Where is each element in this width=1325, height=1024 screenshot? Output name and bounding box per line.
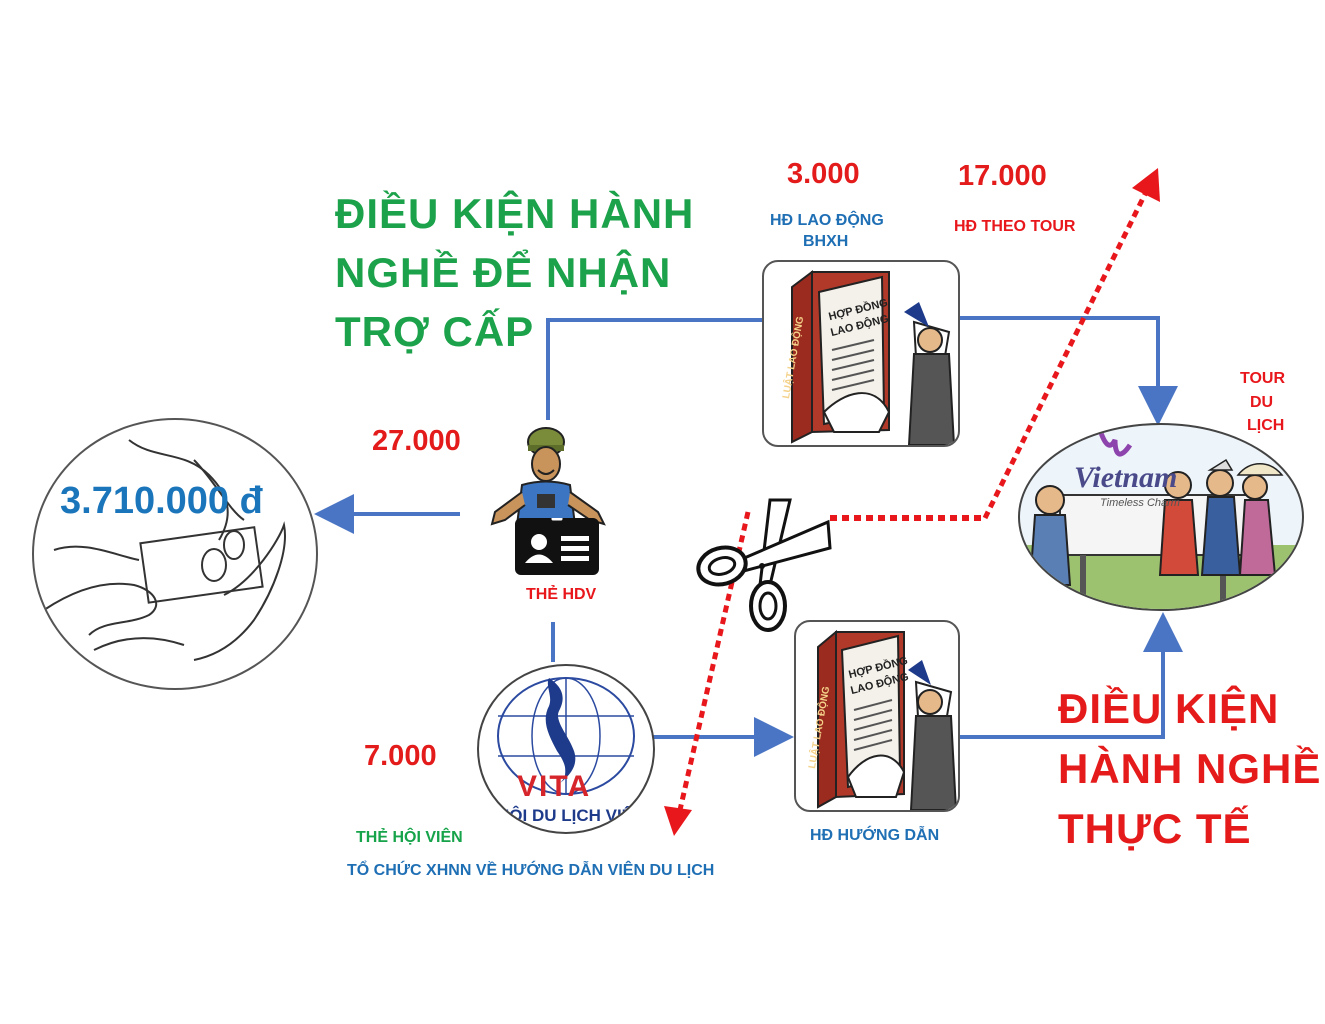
tour-label-2: DU: [1250, 394, 1274, 411]
arrow-guide-contract-to-tour: [958, 612, 1183, 739]
arrow-labor-to-tour: [958, 316, 1178, 426]
per-tour-label: HĐ THEO TOUR: [954, 218, 1076, 235]
vita-logo-text: VITA: [517, 770, 592, 803]
dotted-up-arrowhead: [1132, 168, 1160, 202]
actual-heading-line-3: THỰC TẾ: [1058, 805, 1252, 852]
contract-book-icon: [817, 629, 958, 810]
labor-contract-image: HỢP ĐỒNG LAO ĐỘNG LUẬT LAO ĐỘNG: [762, 260, 960, 447]
dotted-up-arrow-line: [982, 190, 1149, 520]
guide-contract-label: HĐ HƯỚNG DẪN: [810, 827, 940, 844]
vietnam-sign-text: Vietnam: [1074, 461, 1178, 494]
member-card-number: 7.000: [364, 740, 437, 772]
vita-subtitle: HỘI DU LỊCH VIỆT: [497, 806, 644, 825]
per-tour-number: 17.000: [958, 160, 1047, 192]
guide-contract-image: HỢP ĐỒNG LAO ĐỘNG LUẬT LAO ĐỘNG: [794, 620, 960, 812]
line-to-labor-contract: [546, 318, 762, 420]
money-hands-icon: 3.710.000 đ: [32, 418, 318, 690]
tour-label-1: TOUR: [1240, 370, 1286, 387]
actual-heading-line-1: ĐIỀU KIỆN: [1058, 685, 1280, 732]
guide-card-number: 27.000: [372, 425, 461, 457]
contract-book-icon: [791, 270, 956, 445]
subsidy-heading-line-1: ĐIỀU KIỆN HÀNH: [335, 190, 695, 237]
organization-label: TỔ CHỨC XHNN VỀ HƯỚNG DẪN VIÊN DU LỊCH: [347, 862, 715, 879]
dotted-down-arrowhead: [664, 806, 692, 836]
labor-contract-label-2: BHXH: [803, 233, 849, 250]
labor-contract-number: 3.000: [787, 158, 860, 190]
labor-contract-label-1: HĐ LAO ĐỘNG: [770, 212, 884, 229]
subsidy-heading-line-3: TRỢ CẤP: [335, 308, 535, 355]
tour-label-3: LỊCH: [1247, 417, 1285, 434]
guide-card-label: THẺ HDV: [526, 586, 597, 603]
vita-logo-icon: VITA HỘI DU LỊCH VIỆT: [477, 664, 655, 834]
vietnam-tourists-icon: Vietnam Timeless Charm: [1018, 423, 1304, 611]
id-card-icon: [515, 518, 599, 575]
actual-heading-line-2: HÀNH NGHỀ: [1058, 745, 1322, 792]
vietnam-tagline: Timeless Charm: [1100, 497, 1180, 509]
member-card-label: THẺ HỘI VIÊN: [356, 829, 463, 846]
amount-text: 3.710.000 đ: [60, 480, 263, 522]
subsidy-heading-line-2: NGHỀ ĐỂ NHẬN: [335, 249, 672, 296]
